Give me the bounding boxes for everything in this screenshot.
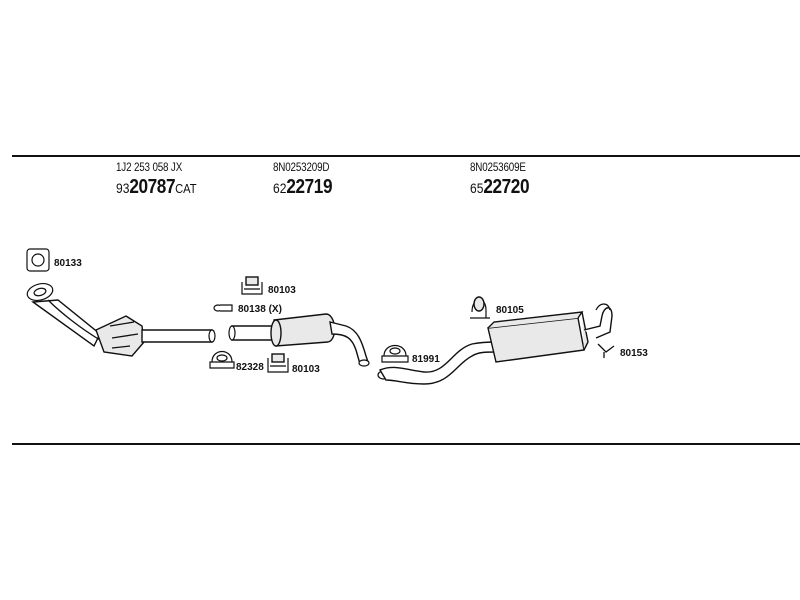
header-middle-silencer: 8N0253209D 6222719 xyxy=(273,161,342,197)
bottom-divider-line xyxy=(12,443,800,445)
callout-clamp-rear: 81991 xyxy=(412,354,440,365)
top-divider-line xyxy=(12,155,800,157)
hanger-rear-top xyxy=(470,296,490,319)
part-code: 6222719 xyxy=(273,176,333,198)
part-code: 6522720 xyxy=(470,176,530,198)
header-rear-silencer: 8N0253609E 6522720 xyxy=(470,161,539,197)
header-catalytic-converter: 1J2 253 058 JX 9320787CAT xyxy=(116,161,210,197)
rear-silencer xyxy=(377,303,613,385)
callout-clamp-mid: 80138 (X) xyxy=(238,304,282,315)
part-code: 9320787CAT xyxy=(116,176,197,198)
callout-gasket-front: 80133 xyxy=(54,258,82,269)
callout-tailpipe-hanger: 80153 xyxy=(620,348,648,359)
gasket-front xyxy=(26,248,50,272)
callout-hanger-rear-top: 80105 xyxy=(496,305,524,316)
callout-clamp-bottom: 82328 xyxy=(236,362,264,373)
hanger-rubber-bottom xyxy=(267,353,289,373)
oe-number: 8N0253209D xyxy=(273,160,330,174)
oe-number: 1J2 253 058 JX xyxy=(116,160,183,174)
oe-number: 8N0253609E xyxy=(470,160,526,174)
tailpipe-hanger xyxy=(597,343,615,358)
catalytic-converter xyxy=(26,282,216,357)
clamp-bottom xyxy=(209,350,235,369)
clamp-rear xyxy=(381,344,409,363)
callout-hanger-rubber-top: 80103 xyxy=(268,285,296,296)
callout-hanger-rubber-bottom: 80103 xyxy=(292,364,320,375)
clamp-mid xyxy=(213,304,233,312)
hanger-rubber-top xyxy=(241,276,263,295)
middle-silencer xyxy=(228,313,370,367)
